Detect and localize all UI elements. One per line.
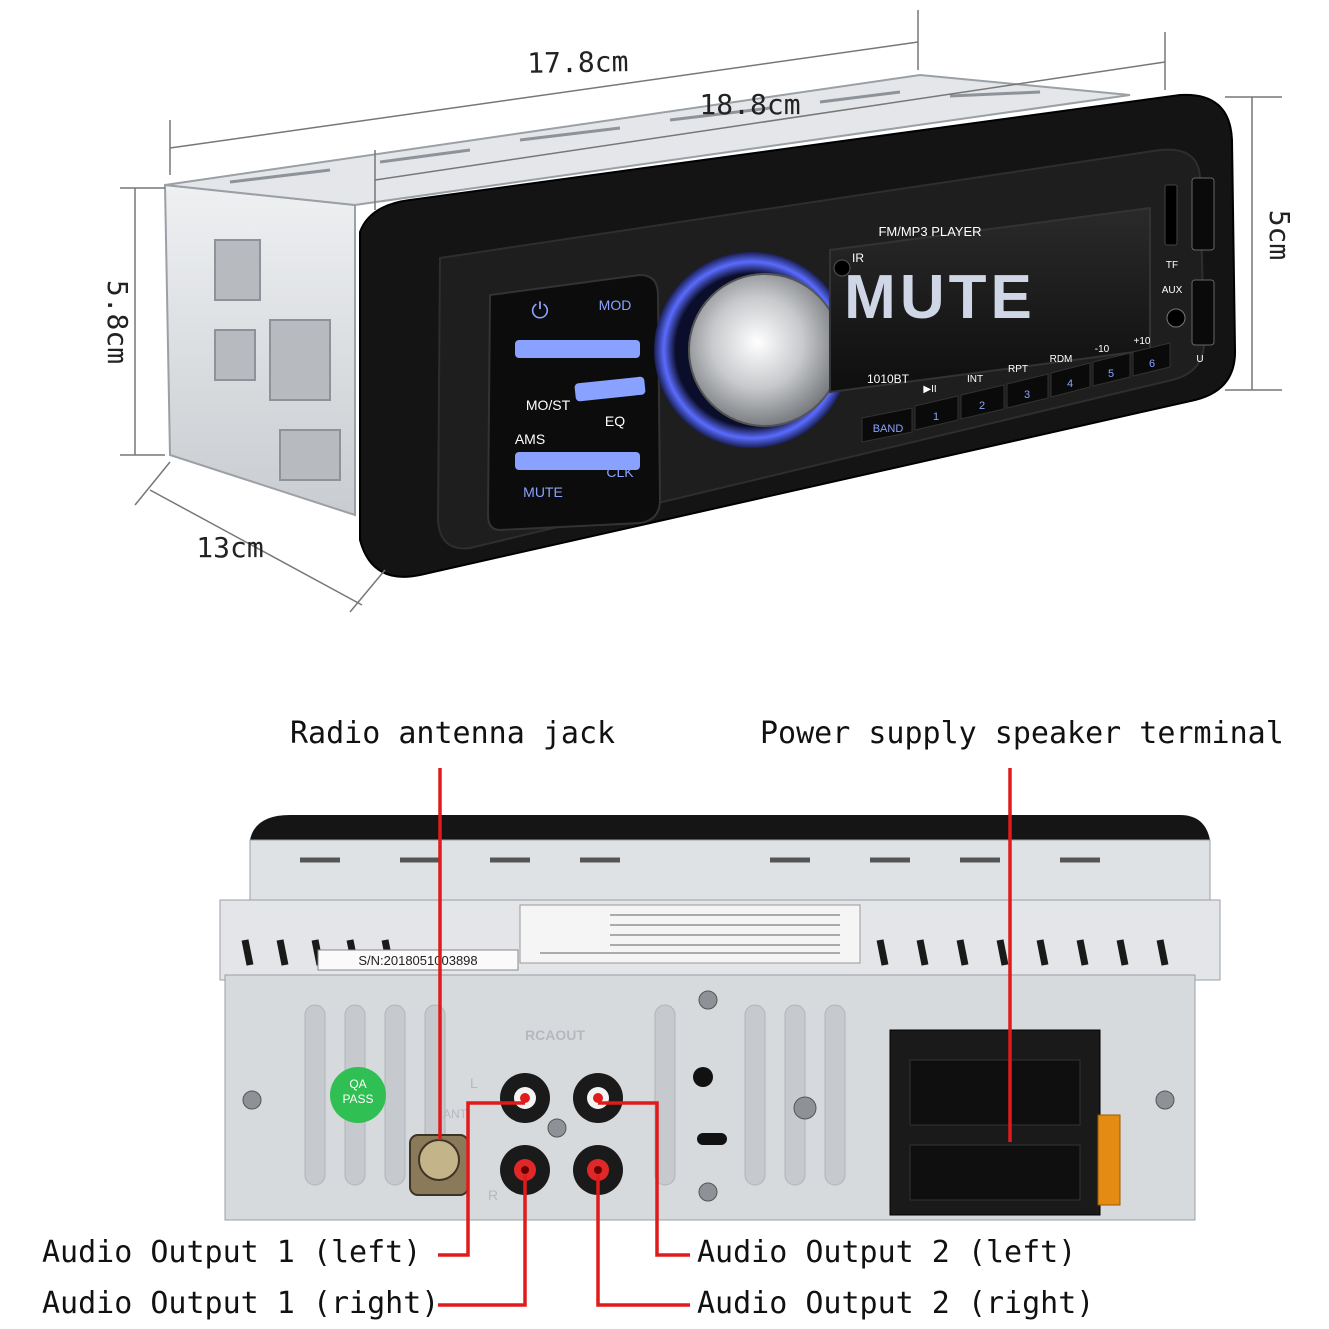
func-label: ▶II xyxy=(923,384,936,395)
tf-label: TF xyxy=(1166,260,1178,271)
callout-out1-left: Audio Output 1 (left) xyxy=(42,1235,422,1270)
l-label: L xyxy=(470,1075,478,1091)
band-label: BAND xyxy=(873,423,904,435)
iso-connector xyxy=(889,1029,1121,1216)
serial-sticker xyxy=(317,949,519,971)
preset-button-4[interactable] xyxy=(1050,362,1091,398)
func-label: RPT xyxy=(1008,364,1028,375)
dim-height-body: 5.8cm xyxy=(101,280,134,364)
mod-button[interactable]: MOD xyxy=(599,297,632,313)
dimension-lines xyxy=(120,10,1282,613)
left-button-pad: ⏻ MOD MO/ST EQ AMS MUTE CLK xyxy=(486,273,662,532)
callout-out2-left: Audio Output 2 (left) xyxy=(697,1235,1077,1270)
aux-label: AUX xyxy=(1162,285,1183,296)
preset-buttons: BAND 1 2 3 4 5 6 xyxy=(861,342,1171,443)
most-button[interactable]: MO/ST xyxy=(526,397,571,413)
func-label: -10 xyxy=(1095,344,1110,355)
glow-bar-3 xyxy=(515,452,640,470)
screw-icon xyxy=(793,1096,817,1120)
eq-button[interactable]: EQ xyxy=(605,413,625,429)
top-vents xyxy=(229,90,1041,184)
screw-icon xyxy=(698,1182,718,1202)
right-ports: TF AUX U xyxy=(1162,177,1215,365)
rear-view: S/N:2018051003898 QA PASS RCAOUT ANT xyxy=(219,768,1221,1307)
screw-icon xyxy=(698,990,718,1010)
callout-lines xyxy=(438,768,1012,1307)
spec-sticker-lines xyxy=(540,914,840,954)
qa-badge-line: PASS xyxy=(342,1092,373,1106)
aux-jack[interactable] xyxy=(1166,308,1186,328)
callout-power: Power supply speaker terminal xyxy=(760,716,1284,751)
ir-sensor-icon xyxy=(833,259,851,277)
r-label: R xyxy=(488,1187,498,1203)
power-icon[interactable]: ⏻ xyxy=(531,298,548,323)
ir-label: IR xyxy=(852,251,864,265)
slot xyxy=(697,1133,727,1145)
side-cutouts xyxy=(214,239,341,481)
preset-button-6[interactable] xyxy=(1132,342,1171,377)
usb-label: U xyxy=(1196,354,1203,365)
preset-label: 3 xyxy=(1024,389,1030,401)
tf-slot[interactable] xyxy=(1164,184,1178,246)
preset-button-2[interactable] xyxy=(960,384,1005,420)
dim-height-panel: 5cm xyxy=(1263,210,1296,261)
preset-button-5[interactable] xyxy=(1092,352,1131,387)
fuse xyxy=(1097,1114,1121,1206)
callout-out2-right: Audio Output 2 (right) xyxy=(697,1286,1095,1321)
glow-bar-1 xyxy=(515,340,640,358)
dim-depth-total: 18.8cm xyxy=(699,88,800,121)
rear-ribs xyxy=(304,1004,846,1186)
antenna-jack xyxy=(409,1134,469,1196)
preset-label: 5 xyxy=(1108,368,1114,380)
ant-label: ANT xyxy=(443,1107,468,1121)
preset-label: 4 xyxy=(1067,378,1073,390)
callout-antenna: Radio antenna jack xyxy=(290,716,616,751)
rca-label: RCAOUT xyxy=(525,1027,585,1043)
preset-label: 6 xyxy=(1149,358,1155,370)
glow-bar-2 xyxy=(574,376,646,402)
display-title: FM/MP3 PLAYER xyxy=(878,224,981,239)
func-label: +10 xyxy=(1134,336,1151,347)
preset-label: 1 xyxy=(933,411,939,423)
display: FM/MP3 PLAYER MUTE IR 1010BT xyxy=(829,206,1151,394)
preset-button-1[interactable] xyxy=(914,395,959,431)
rear-top-plate xyxy=(249,839,1211,901)
qa-pass-badge xyxy=(330,1067,386,1123)
mute-button[interactable]: MUTE xyxy=(523,484,563,500)
ams-button[interactable]: AMS xyxy=(515,431,545,447)
func-label: INT xyxy=(967,374,983,385)
qa-badge-line: QA xyxy=(349,1077,366,1091)
serial-number: S/N:2018051003898 xyxy=(358,953,477,968)
volume-knob[interactable] xyxy=(654,252,850,448)
func-label: RDM xyxy=(1050,354,1073,365)
clk-button[interactable]: CLK xyxy=(606,464,634,480)
display-text: MUTE xyxy=(844,263,1036,332)
screw-icon xyxy=(547,1118,567,1138)
preset-label: 2 xyxy=(979,400,985,412)
band-button[interactable] xyxy=(861,407,913,443)
callout-out1-right: Audio Output 1 (right) xyxy=(42,1286,440,1321)
model-label: 1010BT xyxy=(867,372,910,386)
usb-port-2[interactable] xyxy=(1191,279,1215,346)
screw-icon xyxy=(242,1090,262,1110)
preset-button-3[interactable] xyxy=(1006,373,1049,409)
dim-width: 13cm xyxy=(196,531,263,564)
front-view: ⏻ MOD MO/ST EQ AMS MUTE CLK FM/MP3 PLAYE… xyxy=(101,10,1296,613)
usb-port-1[interactable] xyxy=(1191,177,1215,251)
function-labels: ▶II INT RPT RDM -10 +10 xyxy=(923,336,1151,395)
hole xyxy=(693,1067,713,1087)
dim-depth-body: 17.8cm xyxy=(527,45,629,80)
screw-icon xyxy=(1155,1090,1175,1110)
